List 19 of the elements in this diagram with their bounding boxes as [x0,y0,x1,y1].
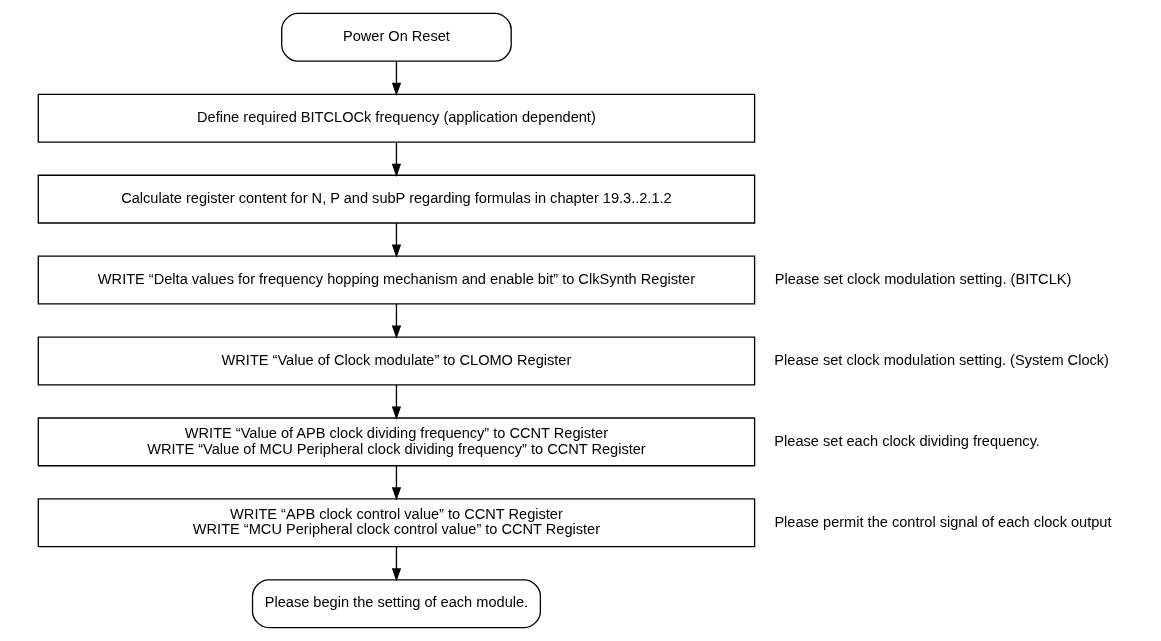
node-box: Calculate register content for N, P and subP regarding formulas in chapter 19.3..2.1.2 [37,174,756,224]
node-box: WRITE “Delta values for frequency hopping mechanism and enable bit” to ClkSynth Register [37,255,756,305]
arrow [391,546,402,582]
arrow [391,384,402,420]
arrow [391,141,402,177]
node-box: WRITE “Value of Clock modulate” to CLOMO Register [37,336,756,386]
node-label: Please set clock modulation setting. (System Clock) [774,351,1109,368]
arrow [391,303,402,339]
node-box: WRITE “Value of APB clock dividing frequency” to CCNT Register WRITE “Value of MCU Peripheral clock dividing frequency” to CCNT Register [37,417,756,467]
node-label: Please permit the control signal of each clock output [774,513,1112,530]
node-box: Define required BITCLOCk frequency (application dependent) [37,93,756,143]
node-label: Please set clock modulation setting. (BITCLK) [774,270,1072,287]
node-box: Power On Reset [281,12,512,62]
node-label: Please set each clock dividing frequency. [774,432,1040,449]
node-box: Please begin the setting of each module. [251,579,542,629]
arrow [391,465,402,501]
node-box: WRITE “APB clock control value” to CCNT Register WRITE “MCU Peripheral clock control value” to CCNT Register [37,498,756,548]
arrow [391,222,402,258]
arrow [391,60,402,97]
